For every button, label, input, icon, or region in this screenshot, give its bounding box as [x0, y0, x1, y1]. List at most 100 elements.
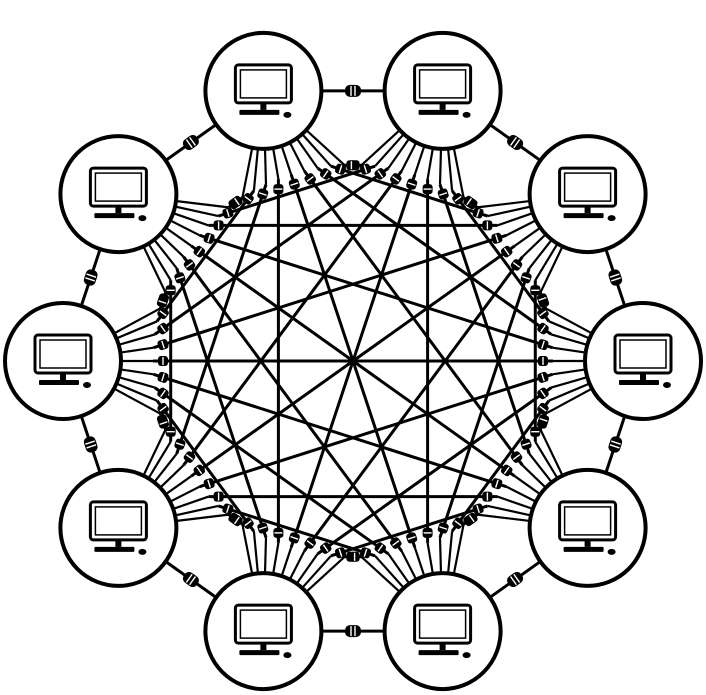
network-connector-icon: [520, 272, 532, 284]
computer-node: [203, 571, 324, 692]
network-link: [217, 164, 376, 218]
network-connector-icon: [203, 478, 215, 490]
network-connector-icon: [510, 451, 523, 463]
network-connector-icon: [359, 547, 372, 559]
network-link: [153, 386, 390, 556]
desktop-computer-icon: [33, 333, 93, 388]
network-connector-icon: [437, 522, 449, 534]
network-connector-icon: [422, 184, 433, 195]
network-connector-icon: [304, 173, 316, 185]
network-connector-icon: [165, 426, 176, 437]
computer-nodes: [3, 30, 703, 692]
network-connector-icon: [213, 220, 224, 231]
computer-node: [382, 30, 503, 151]
network-connector-icon: [359, 163, 372, 175]
network-connector-icon: [334, 163, 347, 175]
computer-node: [382, 571, 503, 692]
network-connector-icon: [156, 296, 168, 308]
computer-node: [3, 301, 123, 421]
network-connector-icon: [472, 503, 484, 515]
network-connector-icon: [452, 517, 464, 529]
network-connector-icon: [491, 478, 503, 490]
network-connector-icon: [345, 84, 361, 97]
network-connector-icon: [157, 339, 169, 351]
network-connector-icon: [608, 269, 623, 286]
network-connector-icon: [193, 464, 206, 477]
network-connector-icon: [174, 438, 186, 450]
network-connector-icon: [537, 402, 549, 415]
network-connector-icon: [157, 402, 169, 415]
computer-node: [527, 134, 648, 255]
network-connector-icon: [319, 168, 332, 180]
network-connector-icon: [374, 168, 387, 180]
network-connector-icon: [406, 178, 418, 190]
network-connector-icon: [242, 193, 254, 205]
network-connector-icon: [507, 134, 524, 151]
network-connector-icon: [463, 195, 475, 208]
network-connector-icon: [242, 517, 254, 529]
network-connector-icon: [288, 178, 300, 190]
network-connector-icon: [157, 417, 170, 429]
network-connector-icon: [537, 322, 549, 335]
network-connector-icon: [406, 532, 418, 544]
network-connector-icon: [174, 272, 186, 284]
network-connector-icon: [437, 188, 449, 200]
network-connector-icon: [537, 371, 549, 383]
network-connector-icon: [273, 184, 284, 195]
network-connector-icon: [466, 512, 478, 525]
network-connector-icon: [165, 285, 176, 296]
network-connector-icon: [288, 532, 300, 544]
desktop-computer-icon: [88, 500, 148, 555]
network-connector-icon: [83, 269, 98, 286]
network-connector-icon: [390, 537, 402, 549]
network-link: [199, 372, 553, 489]
network-connector-icon: [345, 625, 361, 638]
network-connector-icon: [472, 207, 484, 219]
desktop-computer-icon: [613, 333, 673, 388]
network-link: [153, 233, 507, 350]
computer-node: [58, 134, 179, 255]
network-connector-icon: [374, 542, 387, 554]
network-connector-icon: [213, 491, 224, 502]
network-connector-icon: [349, 551, 360, 562]
network-connector-icon: [257, 522, 269, 534]
network-connector-icon: [203, 232, 215, 244]
network-connector-icon: [157, 371, 169, 383]
network-connector-icon: [183, 451, 196, 463]
network-connector-icon: [304, 537, 316, 549]
network-connector-icon: [422, 527, 433, 538]
network-connector-icon: [193, 245, 206, 258]
network-connector-icon: [538, 414, 550, 426]
network-connector-icon: [183, 259, 196, 271]
network-link: [153, 166, 390, 336]
network-connector-icon: [452, 193, 464, 205]
desktop-computer-icon: [413, 603, 473, 659]
network-connector-icon: [538, 356, 548, 366]
network-connector-icon: [530, 426, 541, 437]
network-connector-icon: [390, 173, 402, 185]
network-connector-icon: [482, 220, 493, 231]
network-connector-icon: [530, 285, 541, 296]
network-connector-icon: [231, 514, 243, 527]
network-connector-icon: [537, 339, 549, 351]
network-link: [217, 504, 376, 558]
network-connector-icon: [222, 503, 234, 515]
network-connector-icon: [158, 356, 168, 366]
network-connector-icon: [608, 436, 623, 453]
computer-node: [58, 467, 179, 588]
network-connector-icon: [157, 322, 169, 335]
network-connector-icon: [222, 207, 234, 219]
connector-glyphs: [83, 84, 623, 638]
network-link: [438, 267, 531, 538]
network-link: [190, 244, 516, 478]
network-connector-icon: [536, 293, 549, 305]
network-connector-icon: [537, 307, 549, 320]
computer-node: [527, 467, 648, 588]
network-connector-icon: [334, 547, 347, 559]
network-connector-icon: [273, 527, 284, 538]
network-connector-icon: [482, 491, 493, 502]
computer-node: [583, 301, 703, 421]
network-link: [199, 233, 553, 350]
